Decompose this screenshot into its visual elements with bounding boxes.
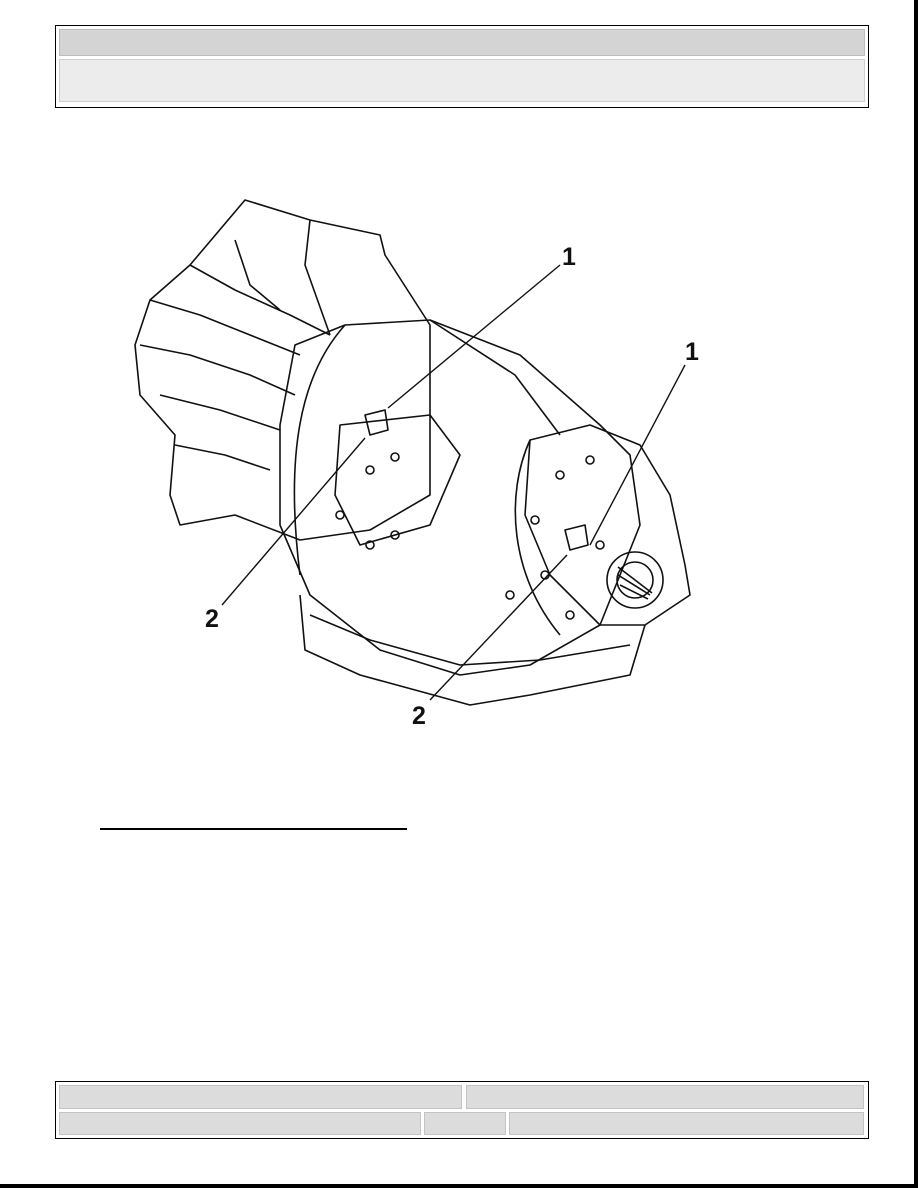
header [55, 25, 869, 108]
header-subtitle [59, 59, 865, 102]
footer-middle-bottom [424, 1112, 506, 1135]
callout-1-top: 1 [562, 243, 576, 271]
footer-right-top [466, 1085, 864, 1109]
callout-2-left: 2 [205, 605, 219, 633]
header-title [59, 29, 865, 56]
footer [55, 1081, 869, 1139]
transmission-illustration: 1 1 2 2 [130, 195, 730, 735]
callout-1-right: 1 [685, 338, 699, 366]
footer-right-bottom [509, 1112, 864, 1135]
transmission-drawing [134, 199, 691, 706]
footer-left-top [59, 1085, 462, 1109]
section-rule [100, 828, 407, 830]
footer-left-bottom [59, 1112, 421, 1135]
callout-2-bottom: 2 [412, 702, 426, 730]
